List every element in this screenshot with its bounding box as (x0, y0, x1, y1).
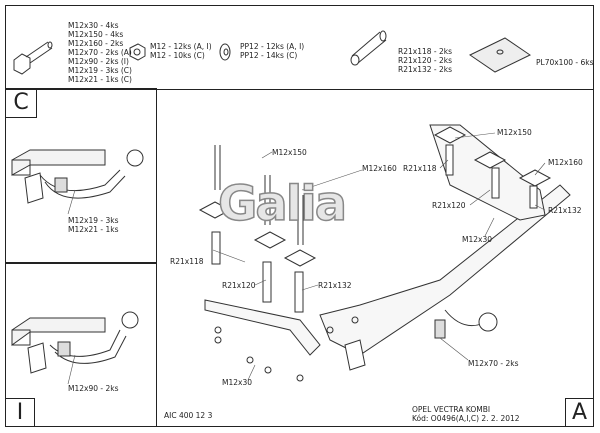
callout: M12x19 - 3ks (68, 216, 119, 225)
plate-icon (469, 37, 531, 73)
panel-i-label: I (5, 398, 35, 427)
callout: R21x132 (318, 281, 352, 290)
part-label: M12 - 12ks (A, I) (150, 42, 212, 51)
hitch-a-graphic (198, 124, 571, 382)
part-label: M12x90 - 2ks (I) (68, 57, 129, 66)
washer-icon (219, 43, 231, 61)
hitch-i-graphic (11, 311, 139, 374)
callout: R21x118 (170, 257, 204, 266)
part-label: M12x150 - 4ks (68, 30, 124, 39)
callout: M12x90 - 2ks (68, 384, 119, 393)
part-label: M12x19 - 3ks (C) (68, 66, 132, 75)
panel-a-label: A (565, 398, 594, 427)
callout: M12x21 - 1ks (68, 225, 119, 234)
part-label: M12 - 10ks (C) (150, 51, 205, 60)
part-label: PP12 - 12ks (A, I) (240, 42, 305, 51)
washer-list: PP12 - 12ks (A, I) PP12 - 14ks (C) (240, 42, 304, 60)
callout: M12x150 (272, 148, 307, 157)
drawing-number: AIC 400 12 3 (164, 411, 213, 420)
galia-logo: Galia (217, 176, 348, 232)
callout: M12x70 - 2ks (468, 359, 519, 368)
callout: M12x160 (548, 158, 583, 167)
callout: R21x120 (432, 201, 466, 210)
panel-c-label: C (5, 88, 37, 118)
callout: M12x30 (462, 235, 492, 244)
tube-icon (350, 30, 387, 66)
tube-list: R21x118 - 2ks R21x120 - 2ks R21x132 - 2k… (398, 47, 452, 74)
hitch-c-graphic (11, 149, 144, 204)
leader-lines (67, 132, 546, 385)
callout: R21x132 (548, 206, 582, 215)
panel-c (5, 88, 157, 264)
part-label: R21x120 - 2ks (398, 56, 453, 65)
part-label: M12x160 - 2ks (68, 39, 124, 48)
callout: R21x120 (222, 281, 256, 290)
part-label: M12x30 - 4ks (68, 21, 119, 30)
part-label: PP12 - 14ks (C) (240, 51, 298, 60)
vehicle-name: OPEL VECTRA KOMBI (412, 405, 491, 414)
drawing-code: Kód: O0496(A,I,C) 2. 2. 2012 (412, 414, 520, 423)
nut-list: M12 - 12ks (A, I) M12 - 10ks (C) (150, 42, 212, 60)
parts-strip (5, 5, 594, 90)
part-label: R21x118 - 2ks (398, 47, 453, 56)
panel-c-callouts: M12x19 - 3ks M12x21 - 1ks (68, 216, 119, 234)
part-label: M12x21 - 1ks (C) (68, 75, 132, 84)
bolt-icon (13, 41, 53, 75)
callout: R21x118 (403, 164, 437, 173)
callout: M12x150 (497, 128, 532, 137)
plate-label: PL70x100 - 6ks (536, 58, 594, 67)
bolt-list: M12x30 - 4ks M12x150 - 4ks M12x160 - 2ks… (68, 21, 132, 84)
callout: M12x160 (362, 164, 397, 173)
part-label: R21x132 - 2ks (398, 65, 453, 74)
callout: M12x30 (222, 378, 252, 387)
panel-i (5, 262, 157, 427)
part-label: M12x70 - 2ks (A) (68, 48, 132, 57)
nut-icon (129, 43, 146, 61)
title-block: OPEL VECTRA KOMBI Kód: O0496(A,I,C) 2. 2… (412, 405, 520, 423)
